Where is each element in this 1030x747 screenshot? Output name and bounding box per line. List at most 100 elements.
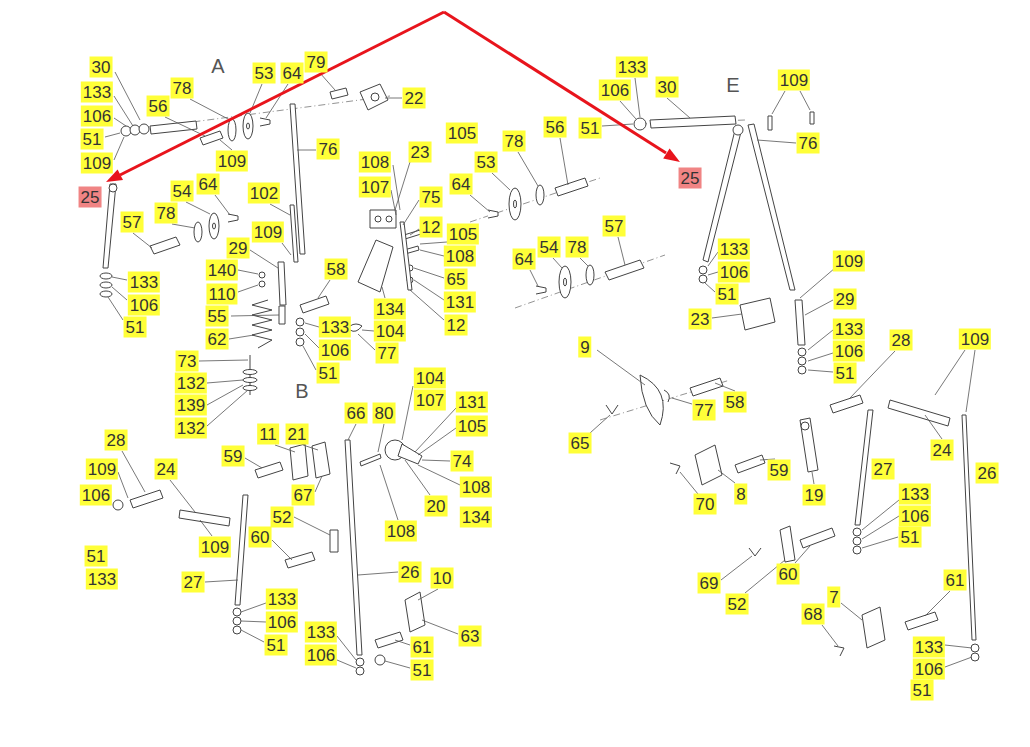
callout-number: 61	[411, 637, 434, 658]
callout-number: 104	[374, 321, 406, 342]
callout-number: 106	[266, 612, 298, 633]
callout-number: 51	[85, 546, 108, 567]
red-pointer-arrow	[120, 12, 444, 175]
callout-number: 64	[450, 174, 473, 195]
callout-number: 80	[373, 403, 396, 424]
leader-line	[186, 140, 316, 215]
callout-number: 140	[206, 260, 238, 281]
red-pointer-arrow	[106, 12, 680, 182]
leader-line	[530, 237, 625, 286]
part-outline	[233, 617, 241, 625]
callout-number: 106	[833, 341, 865, 362]
callout-number: 66	[345, 403, 368, 424]
callout-number: 109	[86, 459, 118, 480]
leader-line	[391, 162, 419, 235]
callout-number: 78	[566, 237, 589, 258]
callout-number: 108	[460, 477, 492, 498]
part-outline	[404, 230, 421, 239]
part-outline	[564, 278, 567, 286]
callout-number: 108	[385, 521, 417, 542]
callout-number: 108	[444, 246, 476, 267]
part-outline	[640, 375, 663, 425]
callout-number: 76	[797, 133, 820, 154]
callout-number: 27	[872, 459, 895, 480]
part-outline	[733, 125, 743, 135]
leader-line	[348, 424, 430, 520]
callout-number: 64	[197, 174, 220, 195]
callout-number: 109	[81, 153, 113, 174]
part-outline	[243, 113, 253, 139]
callout-number: 64	[281, 63, 304, 84]
part-outline	[606, 405, 618, 414]
part-outline	[798, 357, 806, 365]
callout-number: 57	[121, 212, 144, 233]
part-outline	[830, 395, 863, 413]
part-outline	[650, 116, 736, 128]
callout-number: 68	[802, 604, 825, 625]
part-outline	[278, 262, 286, 305]
callout-number: 133	[86, 569, 118, 590]
callout-number: 51	[411, 660, 434, 681]
part-outline	[243, 386, 257, 391]
part-outline	[259, 281, 265, 287]
part-outline	[834, 646, 844, 656]
leader-line	[800, 268, 835, 372]
part-outline	[356, 658, 364, 666]
part-outline	[345, 440, 362, 655]
callout-number: 60	[777, 564, 800, 585]
callout-number: 64	[513, 249, 536, 270]
callout-number: 52	[726, 594, 749, 615]
part-outline	[735, 455, 765, 473]
callout-number: 56	[147, 96, 170, 117]
part-outline	[386, 216, 392, 222]
callout-number: 65	[569, 433, 592, 454]
callout-number: 51	[716, 284, 739, 305]
callout-number: 25	[79, 187, 102, 208]
leader-line	[721, 546, 972, 667]
part-outline	[798, 366, 806, 374]
callout-number: 24	[155, 459, 178, 480]
callout-number: 54	[171, 181, 194, 202]
view-letter: A	[209, 56, 226, 77]
callout-number: 110	[206, 284, 237, 305]
callout-number: 59	[768, 460, 791, 481]
callout-number: 73	[176, 351, 199, 372]
callout-number: 52	[271, 507, 294, 528]
callout-number: 106	[319, 340, 351, 361]
callout-number: 53	[475, 152, 498, 173]
callout-number: 7	[827, 587, 840, 608]
callout-number: 30	[656, 77, 679, 98]
callout-number: 56	[544, 117, 567, 138]
callout-number: 70	[694, 494, 717, 515]
red-pointer-arrow	[663, 148, 680, 162]
leader-line	[108, 277, 127, 320]
part-outline	[233, 608, 241, 616]
callout-number: 51	[579, 118, 602, 139]
part-outline	[375, 216, 381, 222]
callout-number: 55	[206, 306, 229, 327]
part-outline	[213, 223, 216, 229]
part-outline	[690, 378, 723, 396]
part-outline	[296, 318, 304, 326]
part-outline	[798, 348, 806, 356]
part-outline	[800, 528, 835, 548]
callout-number: 78	[503, 131, 526, 152]
part-outline	[853, 537, 861, 545]
callout-number: 109	[778, 70, 810, 91]
callout-number: 51	[265, 635, 288, 656]
part-outline	[113, 500, 123, 510]
part-outline	[296, 338, 304, 346]
callout-number: 109	[252, 222, 284, 243]
callout-number: 106	[128, 295, 160, 316]
callout-number: 51	[911, 680, 934, 701]
callout-number: 106	[718, 262, 750, 283]
callout-number: 105	[456, 416, 488, 437]
part-outline	[536, 185, 544, 205]
part-outline	[290, 205, 298, 262]
part-outline	[962, 415, 976, 640]
callout-number: 24	[931, 440, 954, 461]
part-outline	[300, 296, 329, 313]
part-outline	[740, 298, 775, 330]
part-outline	[290, 444, 308, 480]
part-outline	[780, 526, 795, 562]
